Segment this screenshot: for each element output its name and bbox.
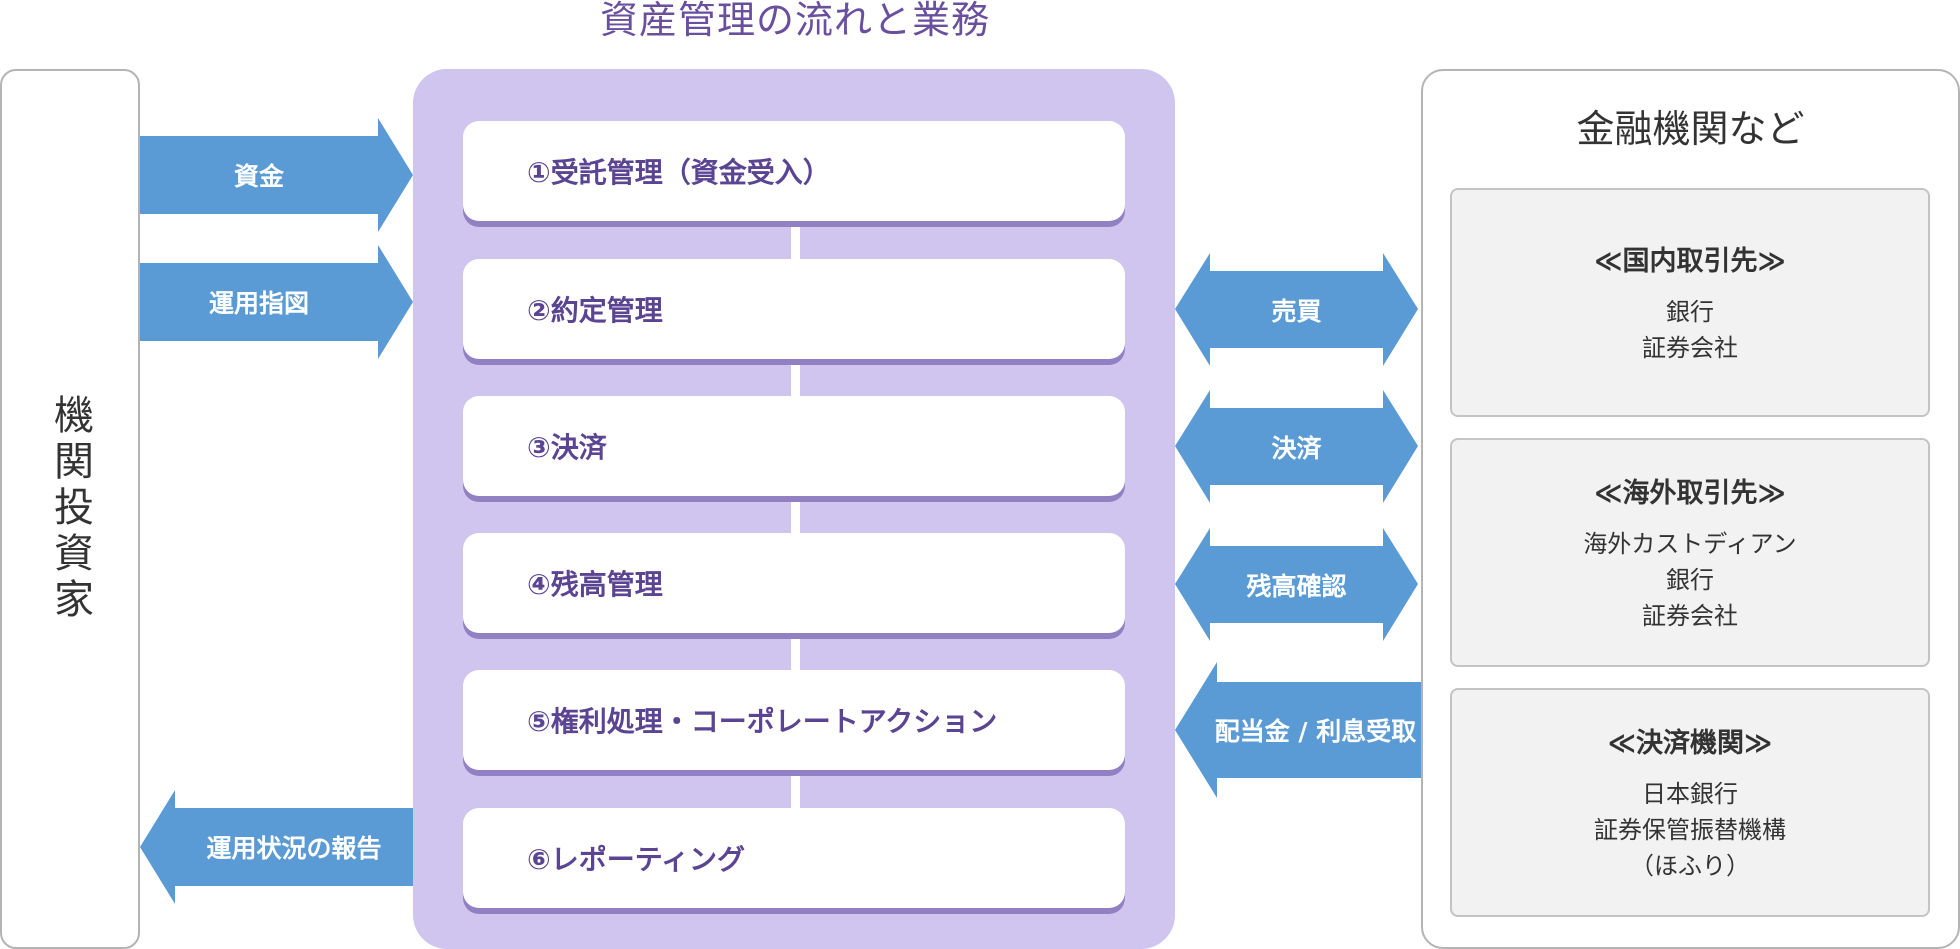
step-trade-management: ②約定管理: [463, 259, 1125, 359]
category-item: （ほふり）: [1630, 852, 1750, 880]
category-item: 銀行: [1666, 566, 1714, 594]
domestic-counterparties-box: ≪国内取引先≫ 銀行 証券会社: [1450, 188, 1930, 417]
category-title: ≪決済機関≫: [1607, 728, 1773, 759]
category-item: 証券会社: [1642, 334, 1738, 362]
step-balance-management: ④残高管理: [463, 533, 1125, 633]
step-corporate-action: ⑤権利処理・コーポレートアクション: [463, 670, 1125, 770]
instructions-label: 運用指図: [208, 289, 309, 318]
funds-arrow: [140, 118, 413, 232]
step-connector: [791, 220, 800, 260]
overseas-counterparties-box: ≪海外取引先≫ 海外カストディアン 銀行 証券会社: [1450, 438, 1930, 667]
settlement-institutions-box: ≪決済機関≫ 日本銀行 証券保管振替機構 （ほふり）: [1450, 688, 1930, 917]
step-connector: [791, 495, 800, 535]
dividend-label: 配当金 / 利息受取: [1214, 717, 1417, 746]
step-connector: [791, 358, 800, 398]
step-trust-management: ①受託管理（資金受入）: [463, 121, 1125, 221]
step-connector: [791, 769, 800, 809]
institutions-title: 金融機関など: [1576, 107, 1805, 151]
balance-label: 残高確認: [1246, 571, 1347, 601]
category-item: 銀行: [1666, 298, 1714, 326]
step-settlement: ③決済: [463, 396, 1125, 496]
settlement-label: 決済: [1271, 433, 1322, 463]
category-item: 証券会社: [1642, 602, 1738, 630]
dividend-arrow: [1175, 662, 1421, 798]
category-title: ≪海外取引先≫: [1594, 478, 1786, 509]
funds-label: 資金: [233, 162, 284, 191]
trade-arrow: [1175, 253, 1418, 366]
step-connector: [791, 632, 800, 672]
settlement-arrow: [1175, 390, 1418, 503]
balance-arrow: [1175, 528, 1418, 641]
diagram-title: 資産管理の流れと業務: [599, 0, 990, 42]
category-item: 海外カストディアン: [1583, 530, 1797, 558]
investor-label: 機関投資家: [47, 394, 93, 624]
category-item: 日本銀行: [1642, 780, 1738, 808]
report-arrow: [140, 790, 413, 904]
instructions-arrow: [140, 245, 413, 359]
step-reporting: ⑥レポーティング: [463, 808, 1125, 908]
investor-box: 機関投資家: [0, 69, 140, 949]
category-item: 証券保管振替機構: [1594, 816, 1786, 844]
category-title: ≪国内取引先≫: [1594, 246, 1786, 277]
report-label: 運用状況の報告: [206, 834, 382, 863]
trade-label: 売買: [1271, 296, 1322, 326]
